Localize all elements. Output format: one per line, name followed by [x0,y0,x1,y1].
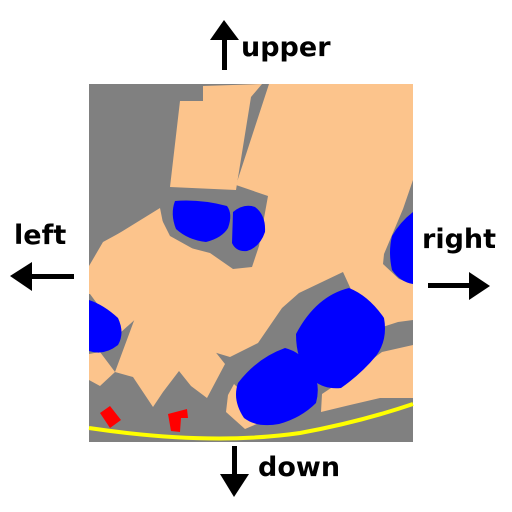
arrow-up-icon [210,20,239,70]
water-pond-right-of-pair [232,205,266,252]
building-large-right [89,84,413,357]
arrow-left-icon [10,262,74,291]
water-layer [89,200,413,426]
road-line [88,402,414,441]
building-top-left [170,84,262,190]
arrow-down-icon [220,446,249,497]
red-feature-right [168,409,188,432]
water-right-edge [390,212,413,284]
water-large-pond-right [296,288,385,389]
building-lower-mid [115,296,225,407]
water-pond-left-of-pair [172,200,231,242]
direction-label-down: down [258,452,341,483]
water-left-edge [89,300,122,353]
building-bottom-right [321,345,413,412]
building-bottom-left-strip [89,352,115,386]
red-feature-left [100,406,121,428]
direction-label-left: left [14,220,67,251]
water-large-pond-left [236,348,318,426]
direction-label-right: right [422,224,497,255]
arrow-right-icon [428,272,490,300]
highlight-layer [100,406,188,432]
building-mid-left [89,212,197,299]
direction-label-upper: upper [241,32,331,63]
